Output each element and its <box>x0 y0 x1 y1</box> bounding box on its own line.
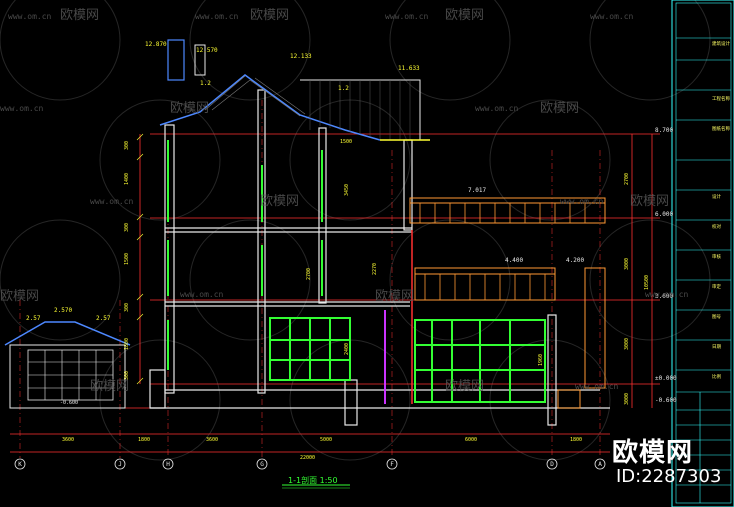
watermark-url: www.om.cn <box>575 382 619 391</box>
vdim-9: 3450 <box>344 184 350 196</box>
title-block <box>671 0 734 507</box>
tb-row-4: 校对 <box>712 223 721 230</box>
elev-ground: ±0.000 <box>655 375 677 382</box>
vdim-4: 300 <box>124 303 130 312</box>
watermark-url: www.om.cn <box>475 104 519 113</box>
rdim-4: 10500 <box>644 275 650 290</box>
elev-garage-ridge: 2.570 <box>54 307 72 314</box>
left-dimension-ticks <box>136 133 144 385</box>
elev-below: -0.600 <box>655 397 677 404</box>
watermark-url: www.om.cn <box>560 197 604 206</box>
watermark-brand: 欧模网 <box>540 101 580 116</box>
axis-label-7: A <box>598 461 602 468</box>
tb-row-0: 建筑设计 <box>712 40 730 47</box>
tb-row-7: 图号 <box>712 314 721 320</box>
watermark-url: www.om.cn <box>90 197 134 206</box>
watermark-brand: 欧模网 <box>630 194 670 209</box>
vdim-7: 1500 <box>340 139 352 145</box>
vdim-5: 1800 <box>124 338 130 350</box>
bdim-4: 6000 <box>465 437 477 443</box>
watermark-url: www.om.cn <box>195 12 239 21</box>
rdim-0: 2700 <box>624 173 630 185</box>
axis-label-3: G <box>260 461 264 468</box>
vdim-3: 1500 <box>124 253 130 265</box>
axis-label-1: J <box>118 461 122 468</box>
watermark-brand: 欧模网 <box>375 289 415 304</box>
tb-row-2: 图纸名称 <box>712 125 730 132</box>
house-walls <box>149 89 610 426</box>
tb-row-1: 工程名称 <box>712 95 730 102</box>
watermark-brand: 欧模网 <box>90 379 130 394</box>
axis-label-4: F <box>390 461 394 468</box>
bdim-2: 3600 <box>206 437 218 443</box>
tb-row-6: 审定 <box>712 283 721 290</box>
bdim-1: 1800 <box>138 437 150 443</box>
watermark-brand: 欧模网 <box>445 8 485 23</box>
tb-row-9: 比例 <box>712 373 721 380</box>
level-lines <box>10 133 660 453</box>
tb-row-5: 审核 <box>712 253 721 260</box>
axis-bubbles <box>14 458 606 470</box>
vdim-12: 2400 <box>344 343 350 355</box>
elev-level-2: 6.000 <box>655 211 673 218</box>
bdim-0: 3600 <box>62 437 74 443</box>
watermark-url: www.om.cn <box>645 290 689 299</box>
axis-label-5: D <box>550 461 554 468</box>
elev-level-1: 3.000 <box>655 293 673 300</box>
windows <box>167 140 546 403</box>
vdim-0: 300 <box>124 141 130 150</box>
text-layer: 12.870 12.570 12.133 11.633 1.2 1.2 8.70… <box>18 40 730 485</box>
elev-garage-right: 2.57 <box>96 315 111 322</box>
tb-row-3: 设计 <box>712 193 721 200</box>
watermark-brand: 欧模网 <box>170 101 210 116</box>
watermark-url: www.om.cn <box>385 12 429 21</box>
watermark-url: www.om.cn <box>590 12 634 21</box>
elev-balcony-right: 4.200 <box>566 257 584 264</box>
elev-level-top: 8.700 <box>655 127 673 134</box>
elev-garage-floor: -0.600 <box>60 400 78 406</box>
rdim-1: 3000 <box>624 258 630 270</box>
watermark-brand: 欧模网 <box>445 379 485 394</box>
axis-label-0: K <box>18 461 22 468</box>
vdim-11: 2270 <box>372 263 378 275</box>
vdim-6: 300 <box>124 371 130 380</box>
watermark-brand: 欧模网 <box>260 194 300 209</box>
watermark-logo: 欧模网 <box>612 438 694 468</box>
watermark-brand: 欧模网 <box>0 289 40 304</box>
vdim-1: 1400 <box>124 173 130 185</box>
drawing-caption: 1-1剖面 1:50 <box>288 475 338 485</box>
balcony-railings <box>409 197 606 409</box>
vdim-2: 300 <box>124 223 130 232</box>
rdim-3: 3000 <box>624 393 630 405</box>
garage <box>4 321 131 409</box>
slope-left: 1.2 <box>200 80 211 87</box>
rdim-2: 3000 <box>624 338 630 350</box>
vdim-8: 1960 <box>538 354 544 366</box>
elev-ridge-left: 12.870 <box>145 41 167 48</box>
elev-garage-left: 2.57 <box>26 315 41 322</box>
slope-right: 1.2 <box>338 85 349 92</box>
watermark-brand: 欧模网 <box>60 8 100 23</box>
vdim-10: 2700 <box>306 268 312 280</box>
watermark-id: ID:2287303 <box>616 466 722 487</box>
watermark-url: www.om.cn <box>8 12 52 21</box>
watermark-url: www.om.cn <box>0 104 44 113</box>
bdim-3: 5000 <box>320 437 332 443</box>
elev-terrace: 7.017 <box>468 187 486 194</box>
watermark-brand: 欧模网 <box>250 8 290 23</box>
tb-row-8: 日期 <box>712 344 721 350</box>
columns <box>384 230 413 404</box>
axis-label-2: H <box>166 461 170 468</box>
elev-ridge-mid: 12.133 <box>290 53 312 60</box>
elev-balcony-left: 4.400 <box>505 257 523 264</box>
watermark-url: www.om.cn <box>180 290 224 299</box>
total-dim: 22000 <box>300 455 315 461</box>
bdim-5: 1800 <box>570 437 582 443</box>
elev-ridge-right: 11.633 <box>398 65 420 72</box>
roof <box>159 39 430 141</box>
elev-chimney: 12.570 <box>196 47 218 54</box>
